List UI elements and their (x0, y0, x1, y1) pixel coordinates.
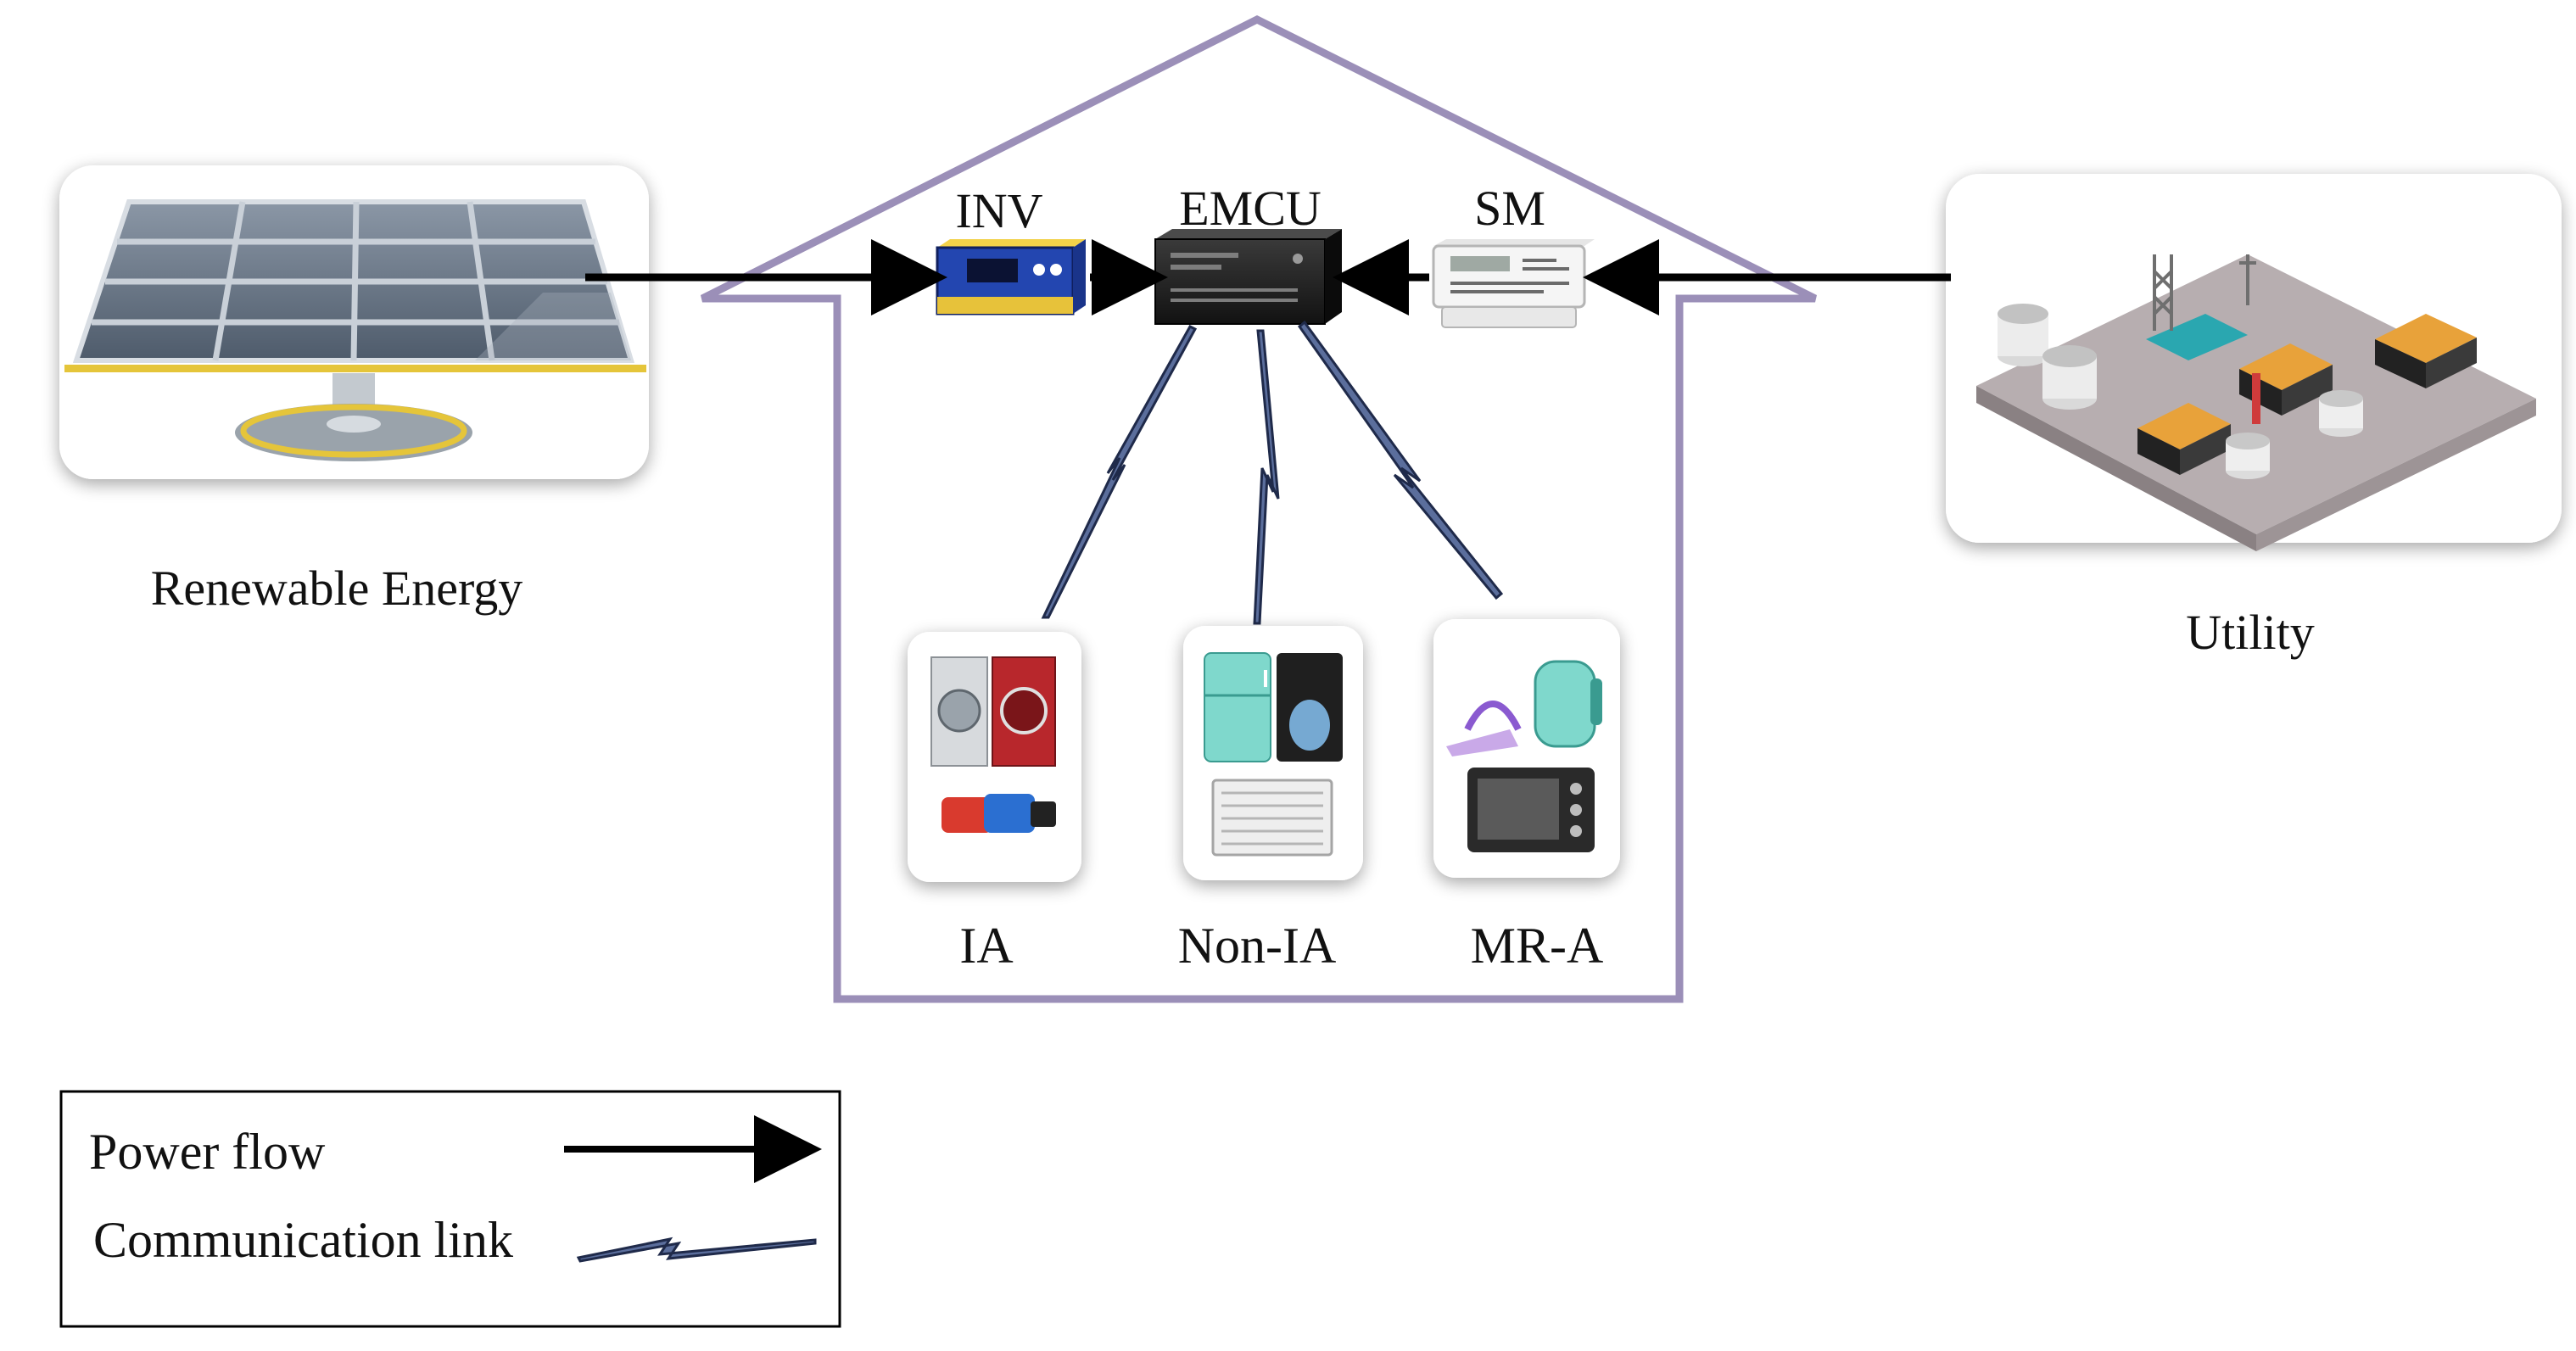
legend: Power flow Communication link (61, 1091, 840, 1326)
utility-plant-image (1946, 174, 2562, 551)
comm-link-mr-a (1299, 322, 1501, 598)
comm-link-ia (1043, 327, 1195, 617)
label-sm: SM (1474, 181, 1545, 236)
legend-power-flow-label: Power flow (89, 1124, 326, 1180)
label-utility: Utility (2186, 605, 2314, 660)
solar-panel-image (59, 165, 649, 479)
ia-appliances-image (908, 632, 1081, 882)
smart-meter-device (1433, 239, 1595, 327)
label-emcu: EMCU (1179, 181, 1322, 236)
comm-link-non-ia (1254, 331, 1278, 623)
mr-a-appliances-image (1433, 619, 1620, 878)
communication-links (1043, 322, 1501, 623)
legend-communication-link-label: Communication link (93, 1212, 513, 1268)
inverter-device (937, 239, 1086, 314)
label-inv: INV (955, 183, 1042, 238)
label-non-ia: Non-IA (1178, 918, 1337, 974)
non-ia-appliances-image (1183, 626, 1363, 880)
label-mr-a: MR-A (1471, 918, 1604, 974)
label-renewable-energy: Renewable Energy (151, 561, 523, 616)
emcu-device (1155, 229, 1342, 324)
label-ia: IA (959, 918, 1013, 974)
